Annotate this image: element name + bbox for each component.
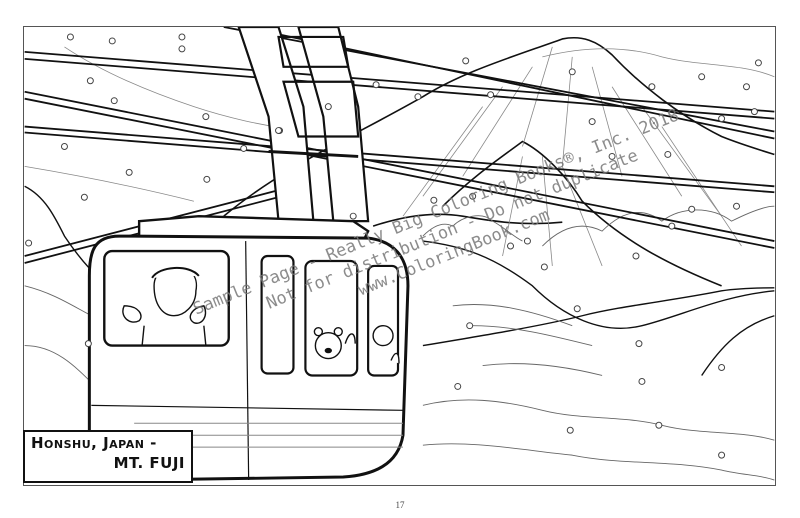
cables xyxy=(24,27,775,264)
location-caption: Honshu, Japan - MT. FUJI xyxy=(23,430,193,483)
snowflakes xyxy=(25,33,762,462)
illustration-frame xyxy=(23,26,776,486)
page-number: 17 xyxy=(395,500,405,510)
mountain-detail-lines xyxy=(24,46,775,267)
bear xyxy=(314,331,342,360)
caption-landmark: MT. FUJI xyxy=(113,454,185,472)
caption-region: Honshu, Japan - xyxy=(31,434,157,452)
coloring-illustration xyxy=(24,27,775,482)
waving-boy xyxy=(372,324,394,347)
clouds xyxy=(24,205,775,481)
passengers xyxy=(122,266,400,364)
